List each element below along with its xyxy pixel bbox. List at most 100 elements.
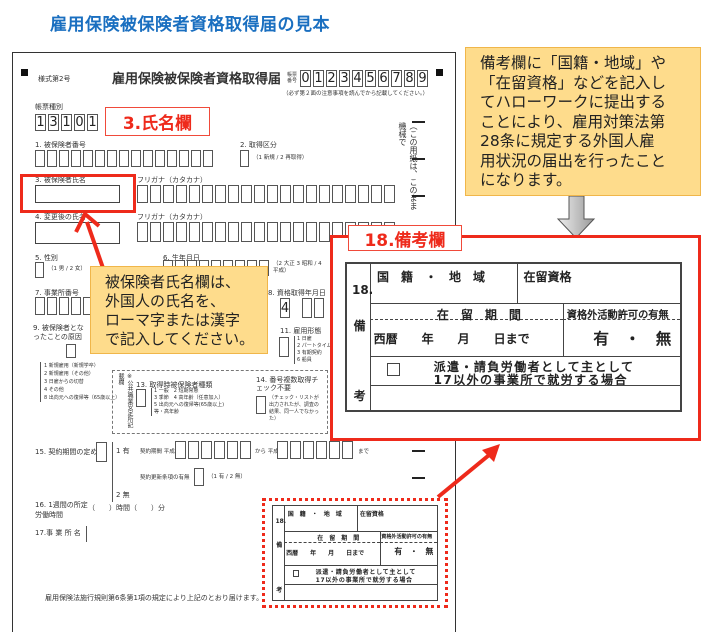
input-cell[interactable]	[240, 150, 249, 167]
input-cell[interactable]	[371, 185, 382, 203]
dispatch-checkbox[interactable]	[386, 363, 401, 377]
input-cell[interactable]	[175, 441, 186, 459]
input-cell[interactable]	[256, 396, 266, 414]
input-cell[interactable]	[189, 222, 200, 242]
contract-start-input[interactable]	[175, 441, 251, 459]
acquisition-date-input[interactable]	[302, 298, 324, 318]
input-cell[interactable]	[329, 441, 340, 459]
input-cell[interactable]	[35, 297, 45, 315]
residence-period-field[interactable]: 西暦 年 月 日まで	[286, 550, 365, 558]
input-cell[interactable]	[358, 185, 369, 203]
input-cell[interactable]	[35, 150, 45, 167]
contract-end-input[interactable]	[277, 441, 353, 459]
input-cell[interactable]	[137, 222, 148, 242]
input-cell[interactable]	[267, 185, 278, 203]
input-cell[interactable]	[136, 389, 146, 407]
input-cell[interactable]	[254, 222, 265, 242]
input-cell[interactable]	[179, 150, 189, 167]
input-cell[interactable]	[202, 185, 213, 203]
input-cell[interactable]	[194, 468, 204, 486]
acquisition-type-input[interactable]	[240, 150, 249, 167]
input-cell[interactable]	[150, 222, 161, 242]
input-cell[interactable]	[203, 150, 213, 167]
nationality-field[interactable]: 国 籍 ・ 地 域	[287, 510, 342, 518]
input-cell[interactable]	[95, 150, 105, 167]
input-cell[interactable]	[47, 150, 57, 167]
input-cell[interactable]	[332, 185, 343, 203]
input-cell[interactable]	[384, 185, 395, 203]
input-cell[interactable]	[293, 185, 304, 203]
acquisition-date-era[interactable]: 4	[280, 298, 290, 318]
input-cell[interactable]	[215, 185, 226, 203]
input-cell[interactable]	[119, 150, 129, 167]
input-cell[interactable]	[316, 441, 327, 459]
duplicate-check-input[interactable]	[256, 396, 266, 414]
input-cell[interactable]	[303, 441, 314, 459]
input-cell[interactable]	[96, 442, 107, 462]
input-cell[interactable]	[280, 222, 291, 242]
cause-input[interactable]	[66, 344, 76, 358]
input-cell[interactable]	[302, 298, 312, 318]
input-cell[interactable]	[176, 185, 187, 203]
input-cell[interactable]	[267, 222, 278, 242]
office-number-input[interactable]	[35, 297, 93, 315]
input-cell[interactable]	[215, 222, 226, 242]
input-cell[interactable]	[163, 185, 174, 203]
input-cell[interactable]	[345, 185, 356, 203]
office-name-input[interactable]	[86, 526, 87, 542]
input-cell[interactable]	[59, 297, 69, 315]
work-permission-choice[interactable]: 有 ・ 無	[593, 329, 672, 348]
work-permission-choice[interactable]: 有 ・ 無	[394, 547, 434, 557]
input-cell[interactable]	[71, 150, 81, 167]
residence-status-field[interactable]: 在留資格	[523, 270, 572, 285]
input-cell[interactable]	[71, 297, 81, 315]
input-cell[interactable]	[107, 150, 117, 167]
weekly-hours-input[interactable]: （ ）時間（ ）分	[88, 504, 165, 512]
input-cell[interactable]: 4	[280, 298, 290, 318]
input-cell[interactable]	[143, 150, 153, 167]
input-cell[interactable]	[254, 185, 265, 203]
input-cell[interactable]	[228, 222, 239, 242]
input-cell[interactable]	[227, 441, 238, 459]
input-cell[interactable]	[201, 441, 212, 459]
input-cell[interactable]	[280, 185, 291, 203]
contract-renew-input[interactable]	[194, 468, 204, 486]
input-cell[interactable]	[306, 222, 317, 242]
input-cell[interactable]	[163, 222, 174, 242]
input-cell[interactable]	[155, 150, 165, 167]
insured-number-input[interactable]	[35, 150, 213, 167]
contract-period-input[interactable]	[96, 442, 107, 462]
input-cell[interactable]	[47, 297, 57, 315]
changed-name-input[interactable]	[35, 222, 120, 244]
input-cell[interactable]	[176, 222, 187, 242]
input-cell[interactable]	[59, 150, 69, 167]
input-cell[interactable]	[228, 185, 239, 203]
furigana-input[interactable]	[137, 185, 395, 203]
input-cell[interactable]	[131, 150, 141, 167]
input-cell[interactable]	[241, 185, 252, 203]
input-cell[interactable]	[66, 344, 76, 358]
insured-name-input[interactable]	[35, 185, 120, 203]
input-cell[interactable]	[293, 222, 304, 242]
input-cell[interactable]	[319, 222, 330, 242]
input-cell[interactable]	[191, 150, 201, 167]
input-cell[interactable]	[188, 441, 199, 459]
input-cell[interactable]	[83, 150, 93, 167]
dispatch-checkbox[interactable]	[292, 569, 300, 577]
input-cell[interactable]	[167, 150, 177, 167]
input-cell[interactable]	[35, 262, 44, 278]
input-cell[interactable]	[240, 441, 251, 459]
employment-type-input[interactable]	[279, 337, 289, 357]
input-cell[interactable]	[342, 441, 353, 459]
input-cell[interactable]	[290, 441, 301, 459]
residence-period-field[interactable]: 西暦 年 月 日まで	[373, 331, 530, 346]
insured-type-input[interactable]	[136, 389, 146, 407]
input-cell[interactable]	[150, 185, 161, 203]
input-cell[interactable]	[202, 222, 213, 242]
input-cell[interactable]	[306, 185, 317, 203]
gender-input[interactable]	[35, 262, 44, 278]
input-cell[interactable]	[214, 441, 225, 459]
input-cell[interactable]	[137, 185, 148, 203]
input-cell[interactable]	[277, 441, 288, 459]
input-cell[interactable]	[241, 222, 252, 242]
